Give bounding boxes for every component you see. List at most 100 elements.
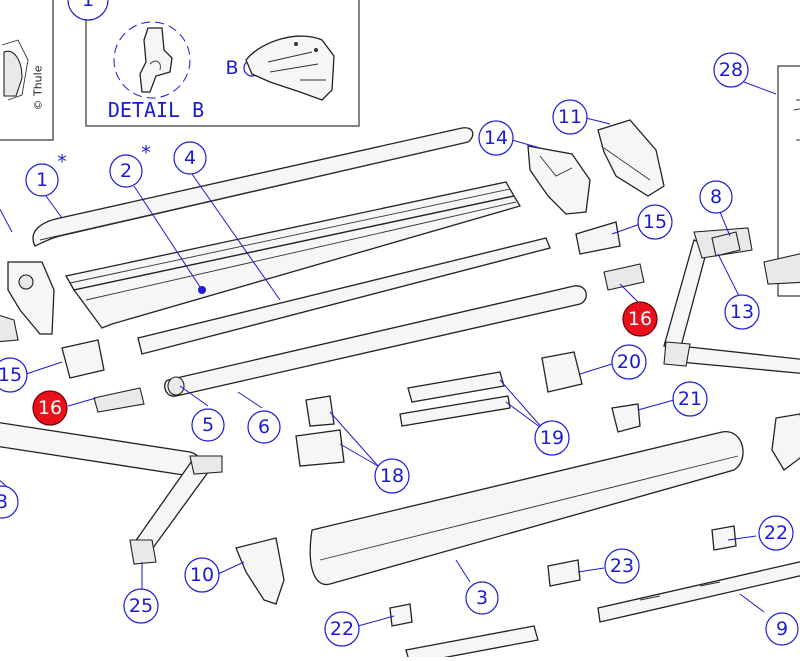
callout-22a: 22: [758, 515, 794, 551]
callout-number: 6: [258, 416, 270, 438]
callout-circle: [0, 485, 19, 519]
callout-circle: [191, 408, 225, 442]
part-9-rail: [597, 561, 800, 623]
callout-number: 28: [719, 59, 743, 81]
callout-19: 19: [534, 420, 570, 456]
callout-6: 6: [247, 410, 281, 444]
callout-number: 21: [678, 388, 702, 410]
part-13-joint: [711, 231, 741, 257]
part-bottom-rail: [405, 625, 539, 661]
callout-circle: [604, 548, 640, 584]
callout-circle: [637, 204, 673, 240]
part-4-strip: [137, 237, 551, 355]
callout-15a: 15: [0, 357, 28, 393]
callout-number: 15: [0, 364, 22, 386]
part-22-clip-right: [711, 525, 737, 551]
part-3-front-bar-left: [0, 422, 203, 477]
callout-circle: [713, 52, 749, 88]
part-right-end-cap: [771, 413, 800, 471]
callout-number: 8: [710, 186, 722, 208]
callout-number: 16: [38, 397, 62, 419]
callout-circle: [552, 99, 588, 135]
callout-circle: [25, 163, 59, 197]
part-23-clip: [547, 559, 581, 587]
part-22-clip-left: [389, 603, 413, 627]
callout-number: 18: [380, 465, 404, 487]
part-16-plug-left: [93, 387, 145, 413]
callout-2: 2*: [109, 142, 151, 188]
callout-8: 8: [699, 180, 733, 214]
part-15-bracket-right: [575, 221, 621, 255]
detail-b-box: 1 DETAIL B B: [67, 0, 360, 127]
callout-28: 28: [713, 52, 749, 88]
callout-circle: [374, 458, 410, 494]
callout-number: 13: [730, 301, 754, 323]
top-right-box: [777, 65, 800, 297]
callout-23: 23: [604, 548, 640, 584]
part-1-cover-profile: [32, 127, 474, 247]
part-10-end-cap: [235, 537, 285, 605]
callout-circle: [534, 420, 570, 456]
callout-3b: 3: [465, 581, 499, 615]
callout-circle: [478, 120, 514, 156]
callout-20: 20: [611, 344, 647, 380]
callout-star: *: [141, 142, 151, 164]
callout-circle: [247, 410, 281, 444]
leader-lines: [0, 81, 777, 627]
part-28-detail: [793, 108, 800, 111]
top-left-detail-box: © Thule: [0, 0, 54, 141]
callout-number: 19: [540, 427, 564, 449]
callout-circle: [123, 588, 159, 624]
callout-number: 14: [484, 127, 508, 149]
callout-10: 10: [184, 557, 220, 593]
copyright-text: © Thule: [32, 65, 45, 110]
callout-circle: [465, 581, 499, 615]
callout-number: 11: [558, 106, 582, 128]
callout-4: 4: [173, 141, 207, 175]
callout-circle: [0, 357, 28, 393]
part-19-rails: [399, 371, 511, 427]
callout-number: 15: [643, 211, 667, 233]
callout-circle: [765, 612, 799, 646]
callout-circle: [173, 141, 207, 175]
part-14-end-cap: [527, 145, 591, 215]
callout-circle: [32, 390, 68, 426]
callout-number: 22: [330, 618, 354, 640]
callout-21: 21: [672, 381, 708, 417]
callout-circle: [622, 301, 658, 337]
part-16-plug-right: [603, 263, 645, 291]
callout-number: 1: [36, 169, 48, 191]
part-21-clip: [611, 403, 641, 433]
callout-circle: [611, 344, 647, 380]
callout-3a: 3: [0, 485, 19, 519]
part-5-6-roller-tube: [164, 285, 587, 397]
part-arm-left: [129, 455, 223, 565]
detail-number: 1: [82, 0, 94, 11]
part-3-front-bar-right: [309, 431, 744, 586]
callout-9: 9: [765, 612, 799, 646]
callout-11: 11: [552, 99, 588, 135]
callout-star: *: [57, 151, 67, 173]
callout-22b: 22: [324, 611, 360, 647]
callout-number: 9: [776, 618, 788, 640]
callout-circle: [184, 557, 220, 593]
callout-16b: 16: [622, 301, 658, 337]
part-15-bracket-left: [61, 339, 105, 379]
part-20-clip: [541, 351, 583, 393]
callout-number: 4: [184, 147, 196, 169]
callout-18: 18: [374, 458, 410, 494]
callout-14: 14: [478, 120, 514, 156]
callout-circle: [724, 294, 760, 330]
callout-circle: [758, 515, 794, 551]
detail-caption: DETAIL B: [108, 98, 204, 122]
callout-number: 25: [129, 595, 153, 617]
callout-16a: 16: [32, 390, 68, 426]
callout-number: 10: [190, 564, 214, 586]
callout-13: 13: [724, 294, 760, 330]
callout-circle: [324, 611, 360, 647]
callout-number: 20: [617, 351, 641, 373]
callout-number: 2: [120, 160, 132, 182]
part-18-brackets: [295, 395, 345, 467]
callout-15b: 15: [637, 204, 673, 240]
